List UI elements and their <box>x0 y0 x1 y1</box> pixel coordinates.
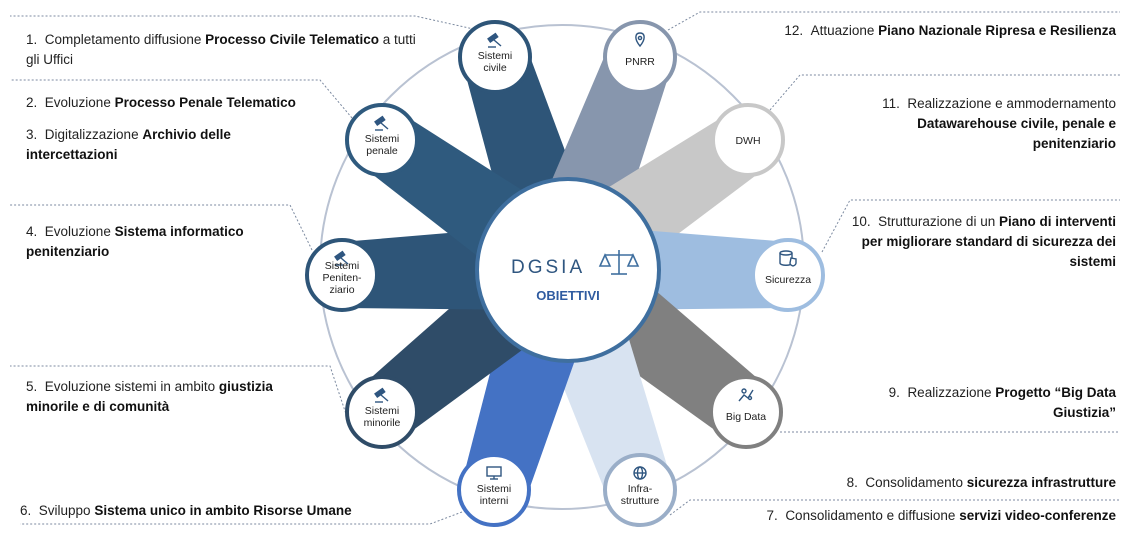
node-circle <box>711 103 785 177</box>
node-circle <box>709 375 783 449</box>
leader-line <box>10 204 313 251</box>
node-circle <box>345 103 419 177</box>
globe-icon <box>633 466 647 480</box>
center-title: DGSIA <box>511 257 585 278</box>
objective-4: 4. Evoluzione Sistema informatico penite… <box>26 224 244 259</box>
scales-of-justice-icon <box>598 250 640 275</box>
node-label: Sistemi <box>325 260 359 272</box>
node-label: DWH <box>735 135 760 147</box>
node-label: penale <box>366 145 398 157</box>
leader-line <box>10 15 479 31</box>
node-bigdata: Big Data <box>709 375 783 449</box>
node-label: PNRR <box>625 56 655 68</box>
node-label: Sistemi <box>478 50 512 62</box>
gavel-icon <box>374 115 389 131</box>
node-label: Sistemi <box>365 405 399 417</box>
node-circle <box>603 20 677 94</box>
monitor-icon <box>486 466 502 480</box>
objective-11: 11. Realizzazione e ammodernamento Dataw… <box>882 96 1116 151</box>
node-label: Sistemi <box>477 483 511 495</box>
node-label: ziario <box>329 284 354 296</box>
objective-12: 12. Attuazione Piano Nazionale Ripresa e… <box>784 23 1116 38</box>
database-shield-icon <box>779 250 797 267</box>
leader-line <box>10 79 353 119</box>
gavel-icon <box>334 250 349 266</box>
leader-line <box>667 11 1120 31</box>
node-circle <box>603 453 677 527</box>
center-circle <box>475 177 661 363</box>
objective-6: 6. Sviluppo Sistema unico in ambito Riso… <box>20 503 352 518</box>
objective-10: 10. Strutturazione di un Piano di interv… <box>851 214 1116 269</box>
node-infrastrutture: Infra-strutture <box>603 453 677 527</box>
gavel-icon <box>374 387 389 403</box>
node-circle <box>751 238 825 312</box>
node-circle <box>345 375 419 449</box>
data-analysis-icon <box>738 388 754 402</box>
objective-9: 9. Realizzazione Progetto “Big Data Gius… <box>888 385 1116 420</box>
objective-5: 5. Evoluzione sistemi in ambito giustizi… <box>26 379 273 414</box>
objective-2: 2. Evoluzione Processo Penale Telematico <box>26 95 296 110</box>
node-label: minorile <box>364 417 401 429</box>
objective-1: 1. Completamento diffusione Processo Civ… <box>26 32 416 67</box>
node-label: interni <box>480 495 509 507</box>
node-pnrr: PNRR <box>603 20 677 94</box>
node-circle <box>458 20 532 94</box>
objective-3: 3. Digitalizzazione Archivio delle inter… <box>26 127 231 162</box>
node-label: civile <box>483 62 506 74</box>
center-hub: DGSIA OBIETTIVI <box>475 177 661 363</box>
map-pin-icon <box>635 32 645 48</box>
center-subtitle: OBIETTIVI <box>536 288 600 303</box>
objective-8: 8. Consolidamento sicurezza infrastruttu… <box>846 475 1116 490</box>
node-circle <box>457 453 531 527</box>
node-circle <box>305 238 379 312</box>
leader-line <box>10 365 353 433</box>
leader-lines <box>10 11 1120 525</box>
node-label: Peniten- <box>322 272 362 284</box>
gavel-icon <box>487 32 502 48</box>
node-label: Big Data <box>726 411 766 423</box>
node-label: Sicurezza <box>765 274 811 286</box>
node-sicurezza: Sicurezza <box>751 238 825 312</box>
leader-line <box>669 499 1120 516</box>
node-label: strutture <box>621 495 660 507</box>
objective-7: 7. Consolidamento e diffusione servizi v… <box>766 508 1116 523</box>
node-label: Infra- <box>628 483 653 495</box>
node-dwh: DWH <box>711 103 785 177</box>
node-label: Sistemi <box>365 133 399 145</box>
